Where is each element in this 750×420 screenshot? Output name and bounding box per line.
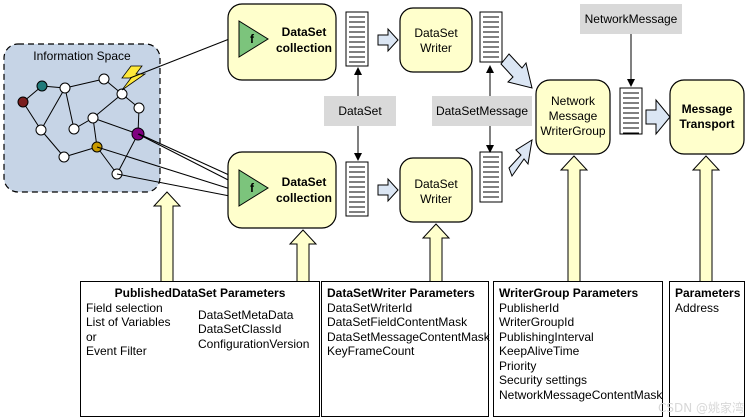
node (116, 88, 128, 100)
dataset-message-stack-top (479, 11, 503, 63)
svg-text:Network: Network (551, 94, 596, 108)
group-params-title: WriterGroup Parameters (499, 286, 639, 300)
param-item: NetworkMessageContentMask (499, 387, 663, 402)
label-connectors (354, 34, 635, 161)
dataset-collection-top: f DataSet collection (227, 3, 337, 81)
node (98, 73, 110, 85)
dataset-writer-bottom: DataSet Writer (399, 157, 473, 223)
svg-text:DataSet: DataSet (414, 177, 458, 191)
flow-arrow (645, 98, 671, 136)
param-item: WriterGroupId (499, 315, 575, 329)
svg-text:Writer: Writer (420, 41, 452, 55)
param-item: DataSetMessageContentMask (327, 329, 490, 344)
param-item: ConfigurationVersion (198, 336, 310, 351)
network-message-label: NetworkMessage (580, 4, 682, 34)
param-item: DataSetClassId (198, 322, 282, 336)
param-item: or (86, 329, 97, 344)
collection-label-line1: DataSet (282, 25, 327, 39)
collection-label-line2: collection (276, 41, 332, 55)
node-red (17, 96, 29, 108)
flow-arrows (377, 27, 671, 203)
dataset-message-label: DataSetMessage (432, 96, 532, 126)
triangle-icon (238, 20, 269, 58)
node (59, 82, 71, 94)
collection-label-line1: DataSet (282, 175, 327, 189)
svg-text:DataSetMessage: DataSetMessage (436, 104, 528, 118)
published-params-arrow (152, 191, 182, 285)
triangle-icon (238, 169, 269, 207)
param-item: Field selection (86, 300, 163, 315)
node (58, 151, 70, 163)
param-item: PublisherId (499, 300, 560, 315)
svg-text:DataSet: DataSet (338, 104, 382, 118)
writer-group-parameters: WriterGroup Parameters PublisherId Write… (493, 281, 663, 417)
writer-params-title: DataSetWriter Parameters (327, 286, 475, 300)
svg-text:NetworkMessage: NetworkMessage (585, 12, 678, 26)
published-params-left: Field selection List of Variables or Eve… (86, 301, 171, 359)
network-message-stack (619, 87, 643, 135)
transport-parameters: Parameters Address (669, 281, 745, 417)
network-message-writer-group: Network Message WriterGroup (535, 79, 611, 155)
flow-arrow (377, 27, 399, 53)
dataset-stack-top (345, 11, 369, 67)
transport-params-arrow (691, 155, 721, 285)
svg-text:Message: Message (549, 109, 598, 123)
message-stacks (345, 11, 643, 217)
selection-arrows (96, 32, 243, 201)
param-item: Address (675, 300, 720, 315)
param-item: Security settings (499, 373, 588, 387)
node (133, 102, 145, 114)
svg-text:WriterGroup: WriterGroup (540, 124, 605, 138)
param-item: Priority (499, 358, 537, 373)
svg-text:Transport: Transport (679, 117, 734, 131)
published-params-title: PublishedDataSet Parameters (114, 286, 286, 300)
dataset-stack-bottom (345, 161, 369, 217)
param-item: DataSetFieldContentMask (327, 315, 468, 329)
flow-arrow (377, 177, 399, 203)
published-params-arrow-right (288, 229, 318, 285)
flow-arrow (500, 53, 533, 89)
published-dataset-parameters: PublishedDataSet Parameters Field select… (80, 281, 320, 417)
parameter-arrows (152, 155, 721, 285)
published-params-right: DataSetMetaData DataSetClassId Configura… (198, 308, 309, 352)
svg-text:Writer: Writer (420, 192, 452, 206)
param-item: KeepAliveTime (499, 344, 580, 358)
function-letter: f (250, 32, 255, 46)
node-teal (36, 80, 48, 92)
param-item: KeyFrameCount (327, 344, 415, 358)
collection-label-line2: collection (276, 191, 332, 205)
svg-text:Message: Message (682, 102, 733, 116)
information-space-label: Information Space (33, 49, 131, 63)
transport-params-title: Parameters (675, 286, 741, 300)
param-item: PublishingInterval (499, 329, 594, 344)
group-params-arrow (559, 155, 589, 285)
dataset-message-stack-bottom (479, 151, 503, 203)
dataset-collection-bottom: f DataSet collection (227, 151, 337, 229)
flow-arrow (508, 138, 533, 178)
dataset-writer-parameters: DataSetWriter Parameters DataSetWriterId… (321, 281, 490, 417)
lightning-icon (121, 65, 147, 91)
message-transport: Message Transport (669, 79, 745, 155)
watermark: CSDN @姚家湾 (657, 401, 744, 415)
node (68, 123, 80, 135)
dataset-label: DataSet (324, 96, 396, 126)
param-item: Event Filter (86, 344, 147, 358)
node (35, 124, 47, 136)
node (87, 112, 99, 124)
svg-text:DataSet: DataSet (414, 26, 458, 40)
dataset-writer-top: DataSet Writer (399, 7, 473, 73)
function-letter: f (250, 181, 255, 195)
writer-params-arrow (421, 223, 451, 285)
param-item: DataSetWriterId (327, 300, 413, 315)
information-space: Information Space (3, 43, 161, 193)
param-item: List of Variables (86, 315, 171, 329)
param-item: DataSetMetaData (198, 307, 294, 322)
